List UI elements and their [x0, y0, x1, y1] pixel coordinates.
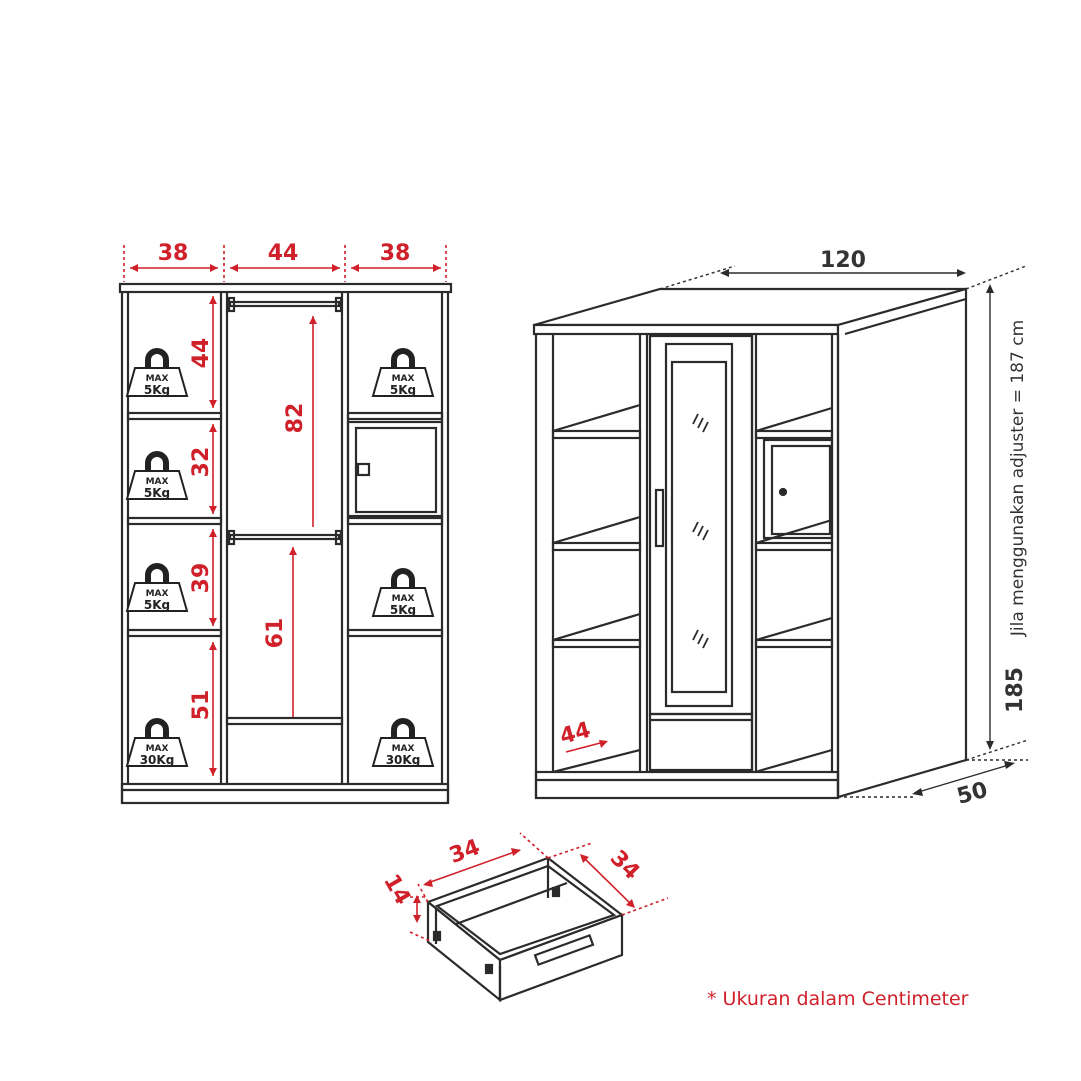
weight-value-label: 5Kg — [144, 486, 170, 500]
height-label-shelf1: 44 — [189, 338, 214, 369]
drawer-height-label: 14 — [378, 870, 415, 909]
inner-depth-line — [565, 740, 608, 753]
iso-dimension-lines — [659, 265, 1029, 798]
weight-value-label: 5Kg — [390, 603, 416, 617]
height-label-shelf4: 51 — [189, 690, 214, 721]
weight-max-label: MAX — [392, 594, 415, 604]
units-footnote: * Ukuran dalam Centimeter — [707, 988, 969, 1010]
drawer-depth-label: 34 — [605, 846, 644, 885]
drawer-width-label: 34 — [446, 835, 483, 869]
weight-icon-right-3: MAX 30Kg — [371, 718, 435, 767]
weight-value-label: 5Kg — [144, 383, 170, 397]
weight-max-label: MAX — [146, 589, 169, 599]
iso-depth-label: 50 — [954, 778, 990, 810]
width-label-right: 38 — [380, 241, 411, 266]
weight-max-label: MAX — [146, 477, 169, 487]
front-dimension-arrowheads — [130, 264, 441, 776]
drawer-dimension-arrowheads — [413, 848, 635, 923]
drawer-dimension-lines — [409, 832, 669, 943]
front-view — [118, 282, 453, 805]
weight-value-label: 5Kg — [144, 598, 170, 612]
height-label-shelf3: 39 — [189, 563, 214, 594]
weight-icon-right-1: MAX 5Kg — [371, 348, 435, 397]
drawer-view — [425, 856, 625, 1003]
weight-value-label: 5Kg — [390, 383, 416, 397]
iso-width-label: 120 — [820, 248, 866, 273]
weight-max-label: MAX — [392, 744, 415, 754]
iso-dimension-arrowheads — [720, 269, 1015, 796]
width-label-middle: 44 — [268, 241, 299, 266]
front-dimension-lines — [123, 245, 447, 776]
weight-max-label: MAX — [146, 374, 169, 384]
weight-icon-left-4: MAX 30Kg — [125, 718, 189, 767]
hanging-label-lower: 61 — [263, 618, 288, 649]
iso-height-label: 185 — [1003, 667, 1028, 713]
adjuster-note: Jila menggunakan adjuster = 187 cm — [1008, 320, 1028, 637]
weight-max-label: MAX — [392, 374, 415, 384]
weight-max-label: MAX — [146, 744, 169, 754]
mirror-glare-marks — [692, 413, 709, 649]
hanging-label-upper: 82 — [283, 403, 308, 434]
weight-icon-left-3: MAX 5Kg — [125, 563, 189, 612]
weight-icon-left-2: MAX 5Kg — [125, 451, 189, 500]
weight-value-label: 30Kg — [140, 753, 175, 767]
height-label-shelf2: 32 — [189, 447, 214, 478]
iso-inner-depth-label: 44 — [557, 718, 593, 750]
width-label-left: 38 — [158, 241, 189, 266]
weight-value-label: 30Kg — [386, 753, 421, 767]
weight-icon-left-1: MAX 5Kg — [125, 348, 189, 397]
weight-icon-right-2: MAX 5Kg — [371, 568, 435, 617]
isometric-view — [532, 287, 968, 800]
